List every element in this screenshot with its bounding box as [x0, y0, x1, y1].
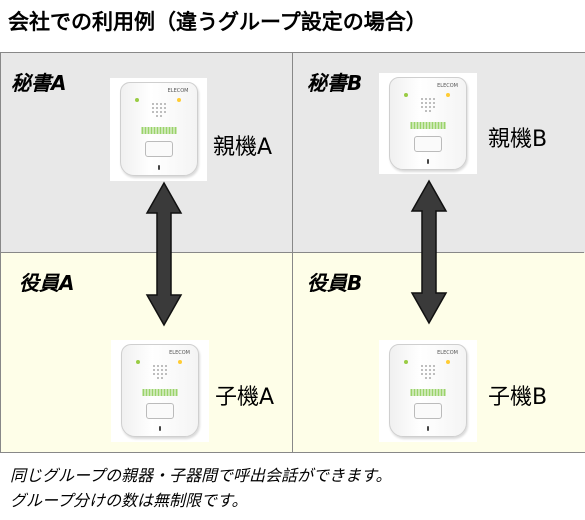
- intercom-device-icon: ELECOM: [119, 82, 198, 176]
- caption-line-1: 同じグループの親器・子器間で呼出会話ができます。: [10, 466, 392, 485]
- device-label-child-b: 子機B: [488, 385, 548, 410]
- usage-diagram: 秘書A 秘書B 役員A 役員B ELECOM 親機A ELECOM: [0, 52, 585, 453]
- intercom-device-icon: ELECOM: [389, 344, 467, 437]
- intercom-device-icon: ELECOM: [121, 344, 199, 437]
- caption-line-2: グループ分けの数は無制限です。: [10, 491, 248, 510]
- role-label-secretary-a: 秘書A: [11, 71, 67, 95]
- device-label-child-a: 子機A: [215, 385, 275, 410]
- page-title: 会社での利用例（違うグループ設定の場合）: [8, 10, 427, 34]
- parent-device-b: ELECOM: [379, 73, 477, 174]
- role-label-executive-a: 役員A: [19, 271, 75, 295]
- role-label-secretary-b: 秘書B: [307, 71, 363, 95]
- role-label-executive-b: 役員B: [307, 271, 363, 295]
- double-arrow-icon: [145, 181, 183, 327]
- device-label-parent-a: 親機A: [213, 135, 273, 160]
- device-label-parent-b: 親機B: [488, 127, 548, 152]
- divider-horizontal: [1, 252, 584, 253]
- child-device-b: ELECOM: [379, 340, 477, 442]
- double-arrow-icon: [410, 179, 448, 325]
- intercom-device-icon: ELECOM: [389, 77, 467, 170]
- child-device-a: ELECOM: [111, 340, 209, 442]
- parent-device-a: ELECOM: [110, 78, 207, 181]
